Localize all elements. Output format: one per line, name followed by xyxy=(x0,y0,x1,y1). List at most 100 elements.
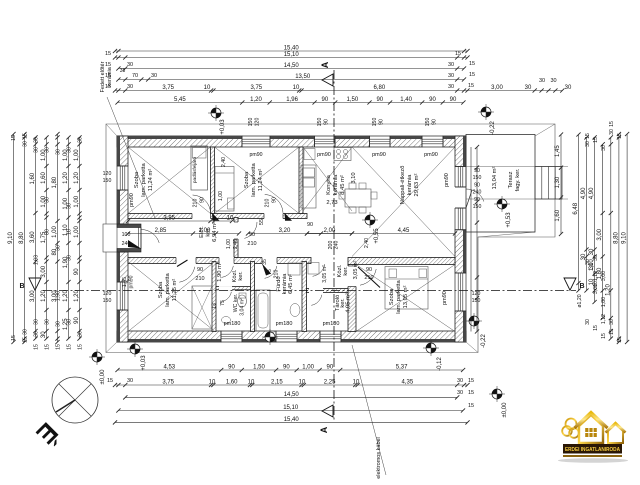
svg-text:90: 90 xyxy=(307,222,313,228)
svg-text:90: 90 xyxy=(197,267,203,273)
svg-text:15: 15 xyxy=(609,121,615,127)
svg-text:8,80: 8,80 xyxy=(19,232,25,244)
svg-text:30: 30 xyxy=(585,141,591,147)
svg-text:Konyha: Konyha xyxy=(326,174,332,194)
svg-text:30: 30 xyxy=(34,331,40,337)
svg-text:1,03: 1,03 xyxy=(34,255,40,265)
svg-text:90: 90 xyxy=(228,365,235,371)
svg-text:15: 15 xyxy=(45,344,51,350)
svg-text:15: 15 xyxy=(601,333,607,339)
svg-text:1,00: 1,00 xyxy=(74,226,80,238)
svg-text:1,00: 1,00 xyxy=(52,226,58,238)
svg-text:15: 15 xyxy=(593,137,599,143)
svg-text:3,05 m²: 3,05 m² xyxy=(353,261,359,280)
svg-text:30: 30 xyxy=(448,62,454,68)
svg-text:90: 90 xyxy=(366,267,372,273)
svg-text:3,00: 3,00 xyxy=(41,265,47,277)
svg-text:3,60: 3,60 xyxy=(30,231,36,243)
svg-text:30: 30 xyxy=(457,390,463,396)
svg-text:pm90: pm90 xyxy=(444,173,450,187)
svg-text:1,00: 1,00 xyxy=(74,149,80,161)
svg-text:150: 150 xyxy=(103,178,112,184)
svg-text:15: 15 xyxy=(11,335,17,341)
svg-text:90: 90 xyxy=(432,119,438,125)
svg-text:1,20: 1,20 xyxy=(74,172,80,184)
svg-text:3,20: 3,20 xyxy=(279,228,291,234)
svg-text:75: 75 xyxy=(220,300,226,306)
svg-text:2,40: 2,40 xyxy=(233,239,239,249)
svg-text:±0,00: ±0,00 xyxy=(100,369,106,385)
svg-text:11,24 m²: 11,24 m² xyxy=(148,169,154,192)
svg-text:1,80: 1,80 xyxy=(597,267,603,279)
svg-text:4,90: 4,90 xyxy=(581,187,587,199)
svg-text:15: 15 xyxy=(105,51,111,57)
svg-text:30: 30 xyxy=(448,84,454,90)
svg-text:30: 30 xyxy=(151,73,157,79)
svg-text:15: 15 xyxy=(468,403,474,409)
svg-text:8,80: 8,80 xyxy=(613,232,619,244)
svg-text:4,53: 4,53 xyxy=(163,365,175,371)
svg-text:30: 30 xyxy=(581,253,587,260)
svg-text:3,75: 3,75 xyxy=(162,85,174,91)
svg-text:1,80: 1,80 xyxy=(52,176,58,188)
svg-text:30: 30 xyxy=(78,331,84,337)
svg-text:30: 30 xyxy=(127,62,133,68)
svg-text:1,10: 1,10 xyxy=(589,259,595,271)
svg-text:pm180: pm180 xyxy=(276,321,293,327)
svg-text:90: 90 xyxy=(327,365,334,371)
svg-text:38: 38 xyxy=(120,68,126,74)
svg-text:kerámia: kerámia xyxy=(107,66,113,87)
svg-text:1,20: 1,20 xyxy=(74,290,80,302)
svg-text:5,45: 5,45 xyxy=(174,97,186,103)
svg-text:30: 30 xyxy=(34,137,40,143)
svg-text:210: 210 xyxy=(364,275,373,281)
svg-text:10: 10 xyxy=(227,216,234,222)
svg-text:11,24 m²: 11,24 m² xyxy=(258,169,264,192)
svg-text:1,96: 1,96 xyxy=(286,97,298,103)
svg-text:3,04 m²: 3,04 m² xyxy=(240,298,246,316)
svg-text:15: 15 xyxy=(468,83,474,89)
svg-text:15: 15 xyxy=(585,133,591,139)
svg-text:30: 30 xyxy=(609,129,615,135)
svg-text:240: 240 xyxy=(122,241,131,247)
svg-text:2,85: 2,85 xyxy=(155,228,167,234)
svg-text:ø1,20: ø1,20 xyxy=(577,294,583,307)
svg-text:10: 10 xyxy=(293,85,300,91)
svg-text:55: 55 xyxy=(259,219,265,225)
svg-text:Fedett előtér: Fedett előtér xyxy=(100,61,106,92)
svg-text:1,20: 1,20 xyxy=(63,290,69,302)
svg-text:ker.: ker. xyxy=(206,227,212,237)
svg-text:150: 150 xyxy=(103,298,112,304)
svg-text:3,00: 3,00 xyxy=(601,271,607,281)
svg-text:10: 10 xyxy=(67,229,73,235)
svg-text:ker.: ker. xyxy=(238,271,244,281)
svg-text:1,20: 1,20 xyxy=(63,172,69,184)
svg-text:30: 30 xyxy=(67,255,73,261)
svg-text:70: 70 xyxy=(132,73,138,79)
svg-text:10: 10 xyxy=(299,380,306,386)
svg-text:fagy. ker.: fagy. ker. xyxy=(515,168,521,191)
svg-text:15: 15 xyxy=(67,344,73,350)
svg-text:150: 150 xyxy=(472,298,481,304)
svg-text:210: 210 xyxy=(265,199,271,208)
svg-text:15,10: 15,10 xyxy=(284,52,300,58)
svg-text:120: 120 xyxy=(255,118,261,127)
svg-text:2,15: 2,15 xyxy=(271,380,283,386)
svg-text:30: 30 xyxy=(67,147,73,153)
svg-text:4,90: 4,90 xyxy=(589,187,595,199)
svg-text:2,00: 2,00 xyxy=(324,228,336,234)
svg-text:75: 75 xyxy=(267,269,273,275)
svg-text:elektromos kábel: elektromos kábel xyxy=(376,437,382,479)
svg-text:90: 90 xyxy=(249,232,255,238)
svg-text:150: 150 xyxy=(317,118,323,127)
svg-text:1,00: 1,00 xyxy=(41,195,47,207)
svg-text:30: 30 xyxy=(23,141,29,147)
svg-text:30: 30 xyxy=(609,319,615,325)
svg-text:15: 15 xyxy=(105,73,111,79)
svg-text:30: 30 xyxy=(56,149,62,155)
svg-text:15: 15 xyxy=(609,329,615,335)
svg-text:15: 15 xyxy=(107,378,113,384)
svg-text:pm90: pm90 xyxy=(317,152,331,158)
svg-text:14,50: 14,50 xyxy=(284,392,300,398)
svg-text:1,00: 1,00 xyxy=(302,365,314,371)
